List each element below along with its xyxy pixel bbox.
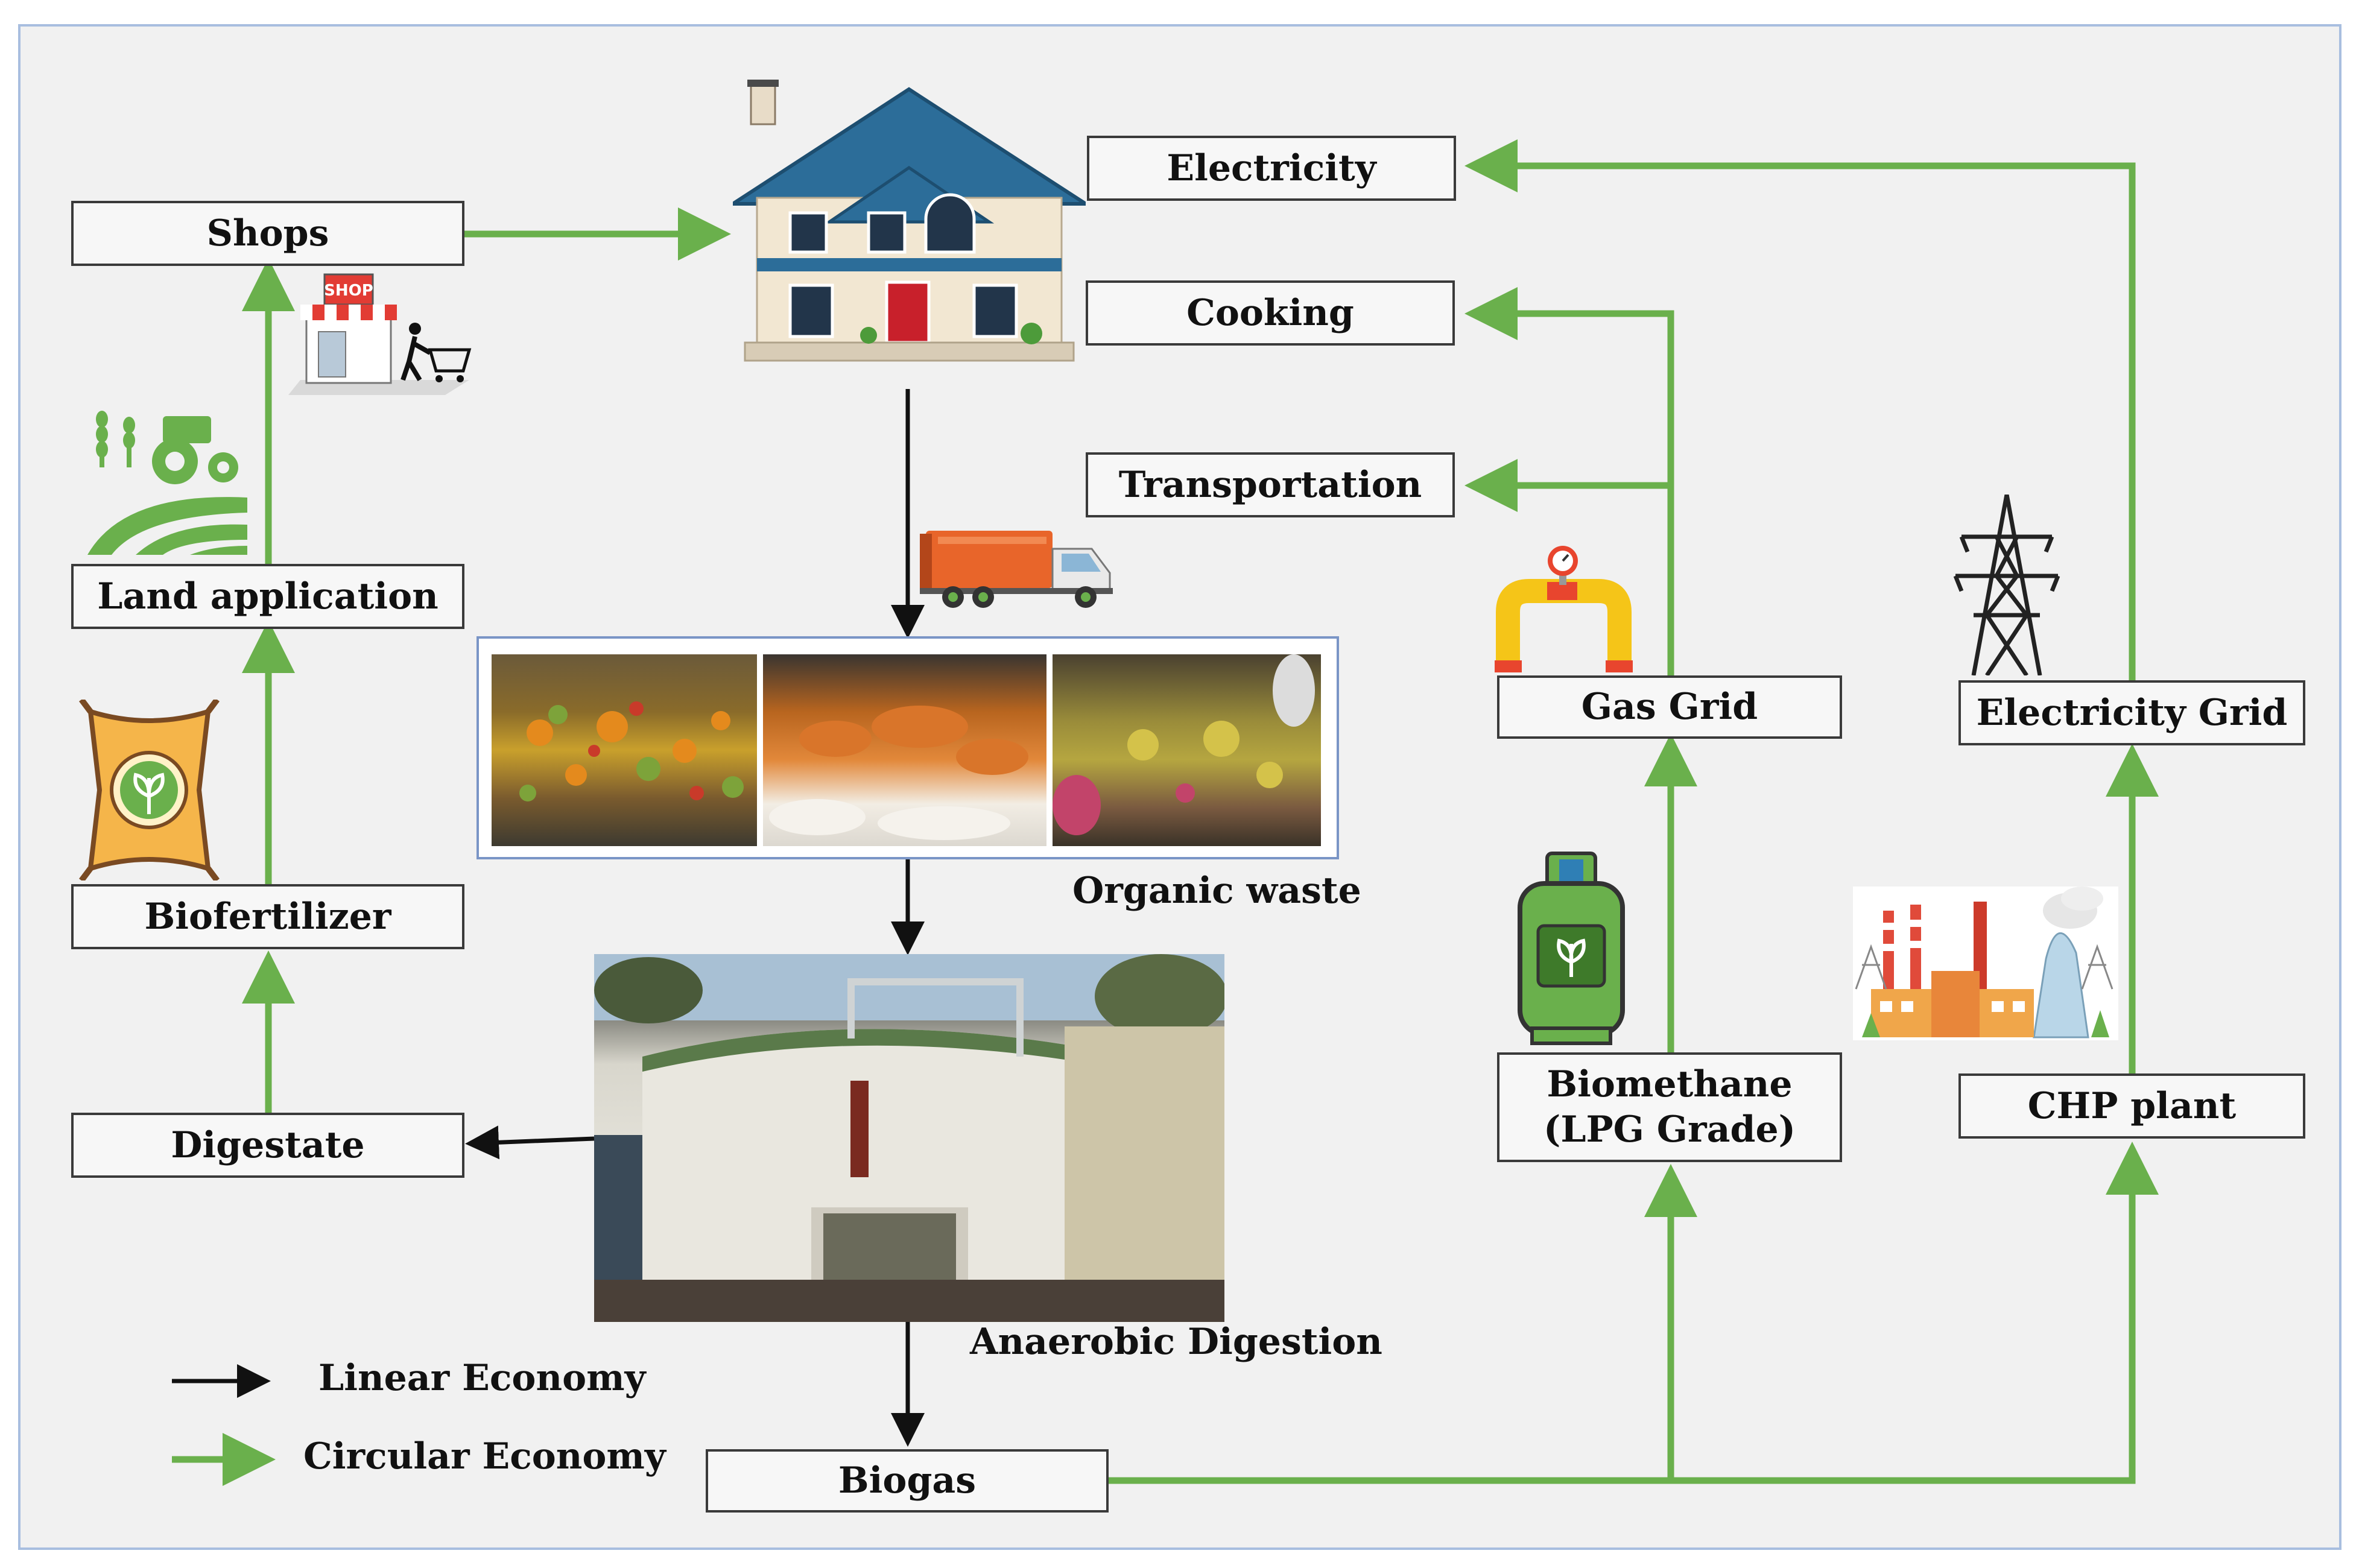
anaerobic-digestion-photo: [594, 954, 1224, 1322]
node-biofertilizer: Biofertilizer: [71, 884, 464, 949]
digester-tank-illustration: [594, 954, 1224, 1322]
biomethane-line2: (LPG Grade): [1543, 1108, 1796, 1151]
node-cooking: Cooking: [1086, 280, 1455, 346]
node-biogas: Biogas: [706, 1449, 1109, 1513]
svg-text:SHOP: SHOP: [324, 282, 373, 300]
caption-organic-waste: Organic waste: [1072, 870, 1361, 912]
node-gas-grid: Gas Grid: [1497, 675, 1842, 739]
caption-anaerobic-digestion: Anaerobic Digestion: [970, 1321, 1382, 1363]
organic-waste-texture-3: [1053, 654, 1315, 835]
fertilizer-bag-icon: [79, 700, 220, 880]
node-land-application: Land application: [71, 564, 464, 629]
organic-waste-photo-1: [492, 654, 757, 846]
node-shops: Shops: [71, 201, 464, 266]
legend-linear-label: Linear Economy: [318, 1357, 646, 1399]
organic-waste-photo-2: [763, 654, 1046, 846]
shop-icon: SHOP: [288, 273, 472, 395]
house-icon: [733, 80, 1086, 362]
farm-tractor-icon: [87, 411, 247, 555]
gas-cylinder-icon: [1518, 852, 1625, 1045]
line-biogas-to-chp: [1109, 1142, 2159, 1484]
transmission-tower-icon: [1953, 495, 2060, 675]
node-electricity-grid: Electricity Grid: [1958, 680, 2305, 745]
node-transportation: Transportation: [1086, 452, 1455, 517]
chp-factory-icon: [1853, 887, 2118, 1040]
garbage-truck-icon: [920, 531, 1113, 608]
organic-waste-texture-2: [769, 706, 1028, 840]
gas-valve-pipe-icon: [1495, 546, 1633, 672]
node-digestate: Digestate: [71, 1113, 464, 1178]
biomethane-line1: Biomethane: [1547, 1063, 1793, 1105]
arrow-digestion-to-digestate: [465, 1125, 595, 1160]
organic-waste-texture-1: [519, 701, 744, 801]
legend-circular-label: Circular Economy: [303, 1435, 666, 1478]
arrow-gas-grid-to-cooking: [1464, 287, 1674, 675]
node-electricity: Electricity: [1087, 136, 1456, 201]
node-biomethane: Biomethane (LPG Grade): [1497, 1052, 1842, 1162]
node-chp-plant: CHP plant: [1958, 1073, 2305, 1139]
arrow-electricity-grid-to-electricity: [1464, 139, 2136, 680]
organic-waste-photo-3: [1053, 654, 1321, 846]
